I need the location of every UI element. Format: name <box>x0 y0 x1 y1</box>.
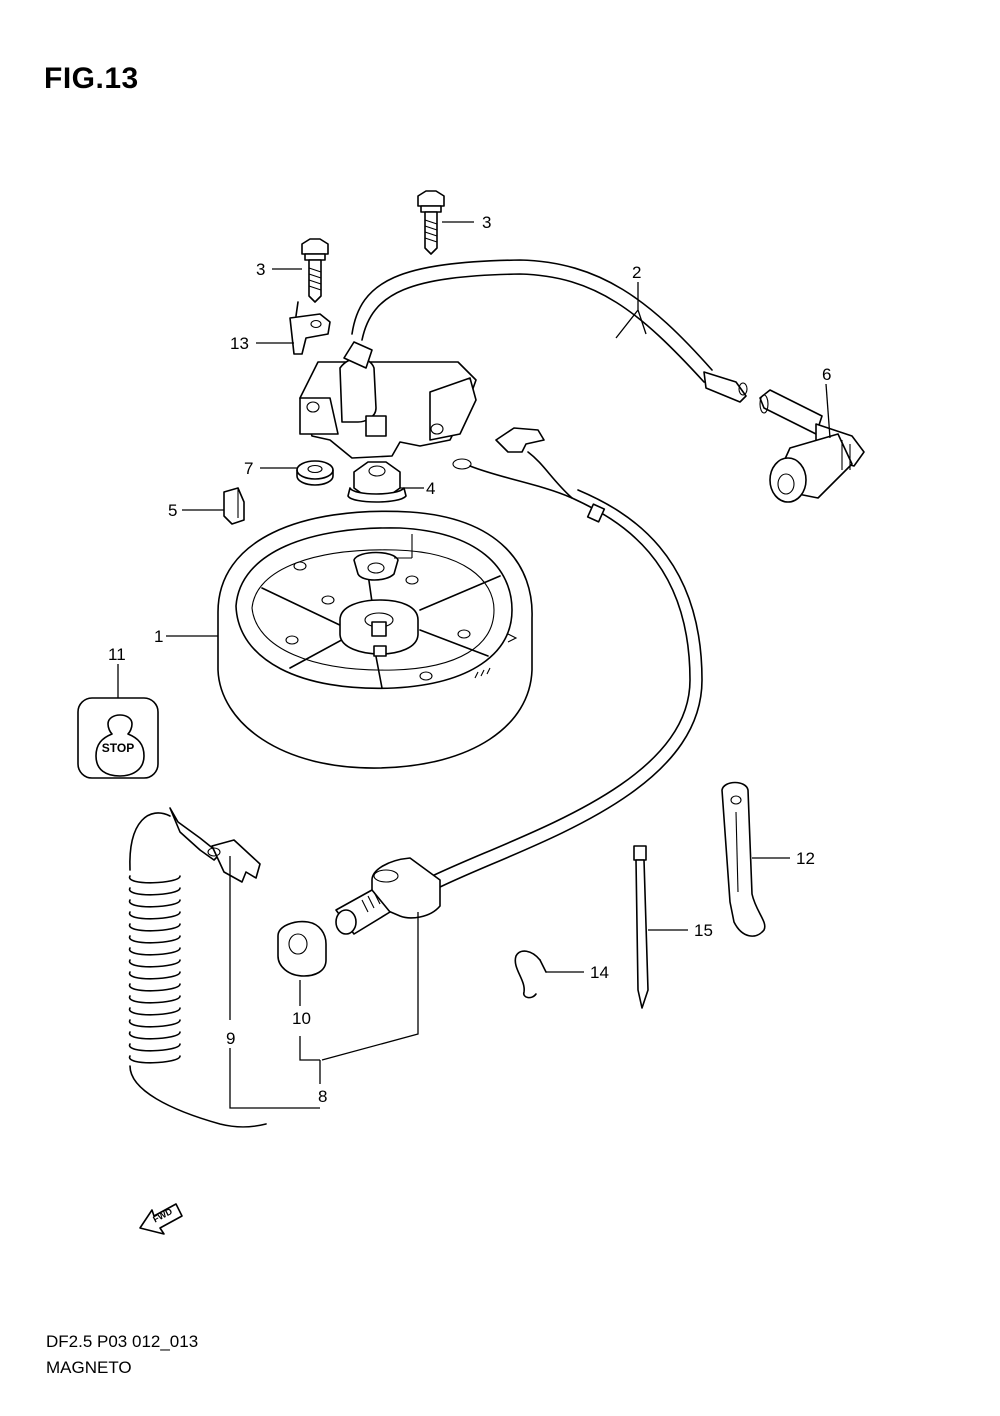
stop-label-plate: STOP <box>77 697 159 779</box>
leader-lines <box>117 221 831 1109</box>
callout-3-lower: 3 <box>256 260 265 279</box>
figure-code: DF2.5 P03 012_013 <box>46 1332 199 1351</box>
bracket <box>289 301 331 355</box>
spark-plug-cap <box>759 389 865 503</box>
bolt-lower <box>301 238 329 303</box>
stop-label-text: STOP <box>102 741 134 755</box>
stop-switch-harness <box>335 427 703 935</box>
flywheel-nut <box>347 461 407 503</box>
callout-9: 9 <box>226 1029 235 1048</box>
callout-6: 6 <box>822 365 831 384</box>
flywheel <box>217 510 533 769</box>
figure-title: FIG.13 <box>44 62 139 95</box>
callout-14: 14 <box>590 963 609 982</box>
figure-name: MAGNETO <box>46 1358 132 1377</box>
callout-12: 12 <box>796 849 815 868</box>
bolt-upper <box>417 190 445 255</box>
callout-8: 8 <box>318 1087 327 1106</box>
callout-3-upper: 3 <box>482 213 491 232</box>
callout-1: 1 <box>154 627 163 646</box>
woodruff-key <box>223 487 245 525</box>
callout-5: 5 <box>168 501 177 520</box>
spring-clip <box>514 950 547 999</box>
cable-clip <box>721 781 766 937</box>
callout-13: 13 <box>230 334 249 353</box>
switch-nut <box>277 920 327 977</box>
fwd-direction-arrow: FWD <box>139 1203 183 1235</box>
callout-11: 11 <box>108 645 126 664</box>
callout-4: 4 <box>426 479 435 498</box>
washer <box>296 460 334 486</box>
callout-7: 7 <box>244 459 253 478</box>
callout-2: 2 <box>632 263 641 282</box>
lanyard-cord <box>129 807 267 1128</box>
callout-10: 10 <box>292 1009 311 1028</box>
cable-tie <box>633 845 649 1009</box>
ignition-coil <box>299 341 477 459</box>
callout-numbers: 3 3 2 6 13 7 4 5 1 11 12 15 14 10 9 8 <box>108 213 831 1106</box>
callout-15: 15 <box>694 921 713 940</box>
high-tension-cable <box>351 259 748 403</box>
